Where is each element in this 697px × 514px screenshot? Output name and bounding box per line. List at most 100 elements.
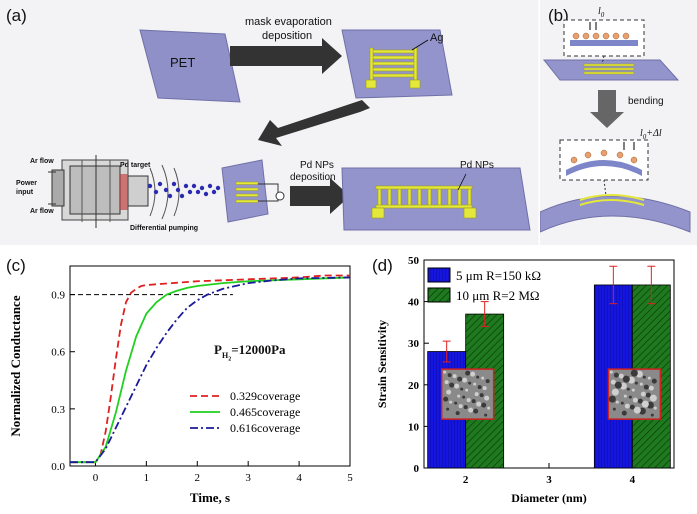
pressure-prefix: P — [214, 342, 222, 357]
tem-grain — [465, 370, 471, 376]
tem-grain — [468, 381, 472, 385]
step2-label-line1: Pd NPs — [300, 160, 334, 171]
tem-grain — [474, 392, 479, 397]
ar-flow-bottom-label: Ar flow — [30, 208, 54, 215]
tem-grain — [622, 375, 630, 383]
tem-grain — [462, 395, 466, 399]
x-tick-label: 3 — [245, 472, 251, 484]
x-tick-label: 0 — [93, 472, 99, 484]
flat-particles — [572, 32, 630, 40]
step1-label-line2: deposition — [262, 30, 313, 42]
tem-grain — [633, 406, 641, 414]
final-device-substrate — [341, 167, 531, 231]
tem-grain — [609, 370, 613, 374]
tem-grain — [477, 385, 482, 390]
tem-grain — [454, 383, 460, 389]
l0-sub: 0 — [600, 11, 605, 19]
tem-grain — [455, 411, 460, 416]
tem-grain — [463, 405, 468, 410]
tem-grain — [623, 394, 627, 398]
bent-electrode — [579, 194, 645, 206]
y-tick-label: 50 — [408, 255, 420, 267]
bending-arrow — [590, 90, 624, 128]
tem-grain — [641, 400, 649, 408]
tem-grain — [610, 379, 616, 385]
tem-grain — [620, 401, 624, 405]
tem-grain — [449, 400, 453, 404]
y-axis-label: Strain Sensitivity — [375, 320, 389, 408]
arrow-diagonal-back — [258, 100, 370, 146]
tem-grain — [631, 388, 635, 392]
tem-grain — [484, 395, 490, 401]
step1-label-line1: mask evaporation — [245, 16, 332, 28]
tem-grain — [454, 401, 458, 405]
tem-grain — [629, 404, 635, 410]
y-tick-label: 0 — [414, 463, 420, 475]
tem-grain — [443, 396, 449, 402]
y-tick-label: 0.0 — [51, 461, 65, 473]
tem-grain — [639, 382, 643, 386]
y-tick-label: 30 — [408, 338, 420, 350]
series-line-0.616coverage — [70, 276, 351, 464]
sample-substrate — [221, 159, 269, 223]
tem-grain — [634, 381, 638, 385]
bent-particles — [570, 149, 638, 164]
x-tick-label: 3 — [546, 474, 552, 486]
arrow-mask-evaporation — [230, 38, 342, 74]
tem-grain — [452, 374, 457, 379]
ohmmeter-icon — [275, 191, 285, 201]
l0-text: l — [598, 6, 601, 17]
panel-d-letter: (d) — [372, 256, 393, 275]
l0dl-suffix: +Δl — [646, 128, 662, 139]
x-axis-label: Time, s — [190, 490, 230, 505]
ag-pointer-line — [411, 39, 429, 51]
step2-label-line2: deposition — [290, 172, 336, 183]
legend-label: 10 μm R=2 MΩ — [456, 288, 540, 303]
pd-nanoparticle-beam — [147, 181, 221, 199]
tem-grain — [446, 389, 452, 395]
x-tick-label: 4 — [296, 472, 302, 484]
tem-grain — [651, 378, 657, 384]
panel-b-schematic — [540, 19, 691, 233]
y-axis-label: Normalized Conductance — [8, 295, 23, 436]
x-tick-label: 2 — [463, 474, 469, 486]
y-tick-label: 0.9 — [51, 290, 65, 302]
x-axis-label: Diameter (nm) — [511, 491, 586, 505]
tem-grain — [643, 384, 649, 390]
arrow-pd-deposition — [290, 178, 350, 214]
tem-grain — [476, 401, 482, 407]
tem-grain — [608, 395, 616, 403]
tem-grain — [471, 399, 476, 404]
cluster-source-apparatus — [48, 155, 180, 228]
panel-a-schematic — [48, 0, 540, 245]
x-tick-label: 2 — [195, 472, 201, 484]
tem-grain — [613, 372, 619, 378]
legend-swatch — [427, 287, 451, 303]
tem-grain — [624, 403, 630, 409]
tem-grain — [479, 393, 484, 398]
pressure-sub-h: H — [221, 350, 229, 360]
tem-grain — [484, 413, 488, 417]
series-line-0.465coverage — [70, 276, 351, 464]
y-tick-label: 0.3 — [51, 404, 65, 416]
tem-grain — [618, 373, 624, 379]
tem-grain — [621, 410, 627, 416]
legend-label: 0.616coverage — [230, 421, 300, 435]
tem-grain — [615, 400, 619, 404]
flat-film — [570, 40, 638, 46]
panel-c-letter: (c) — [6, 256, 26, 275]
bent-film — [566, 160, 642, 176]
tem-grain — [458, 404, 463, 409]
tem-grain — [482, 386, 487, 391]
ag-label: Ag — [430, 32, 444, 44]
tem-inset-image — [440, 368, 495, 420]
pdnps-pointer-line — [457, 173, 467, 191]
tem-grain — [470, 371, 476, 377]
final-device-electrode — [371, 185, 477, 219]
tem-grain — [465, 388, 469, 392]
tem-grain — [640, 391, 646, 397]
tem-grain — [648, 385, 654, 391]
legend-swatch — [427, 267, 451, 283]
sample-electrode — [235, 181, 259, 203]
tem-grain — [443, 370, 447, 374]
